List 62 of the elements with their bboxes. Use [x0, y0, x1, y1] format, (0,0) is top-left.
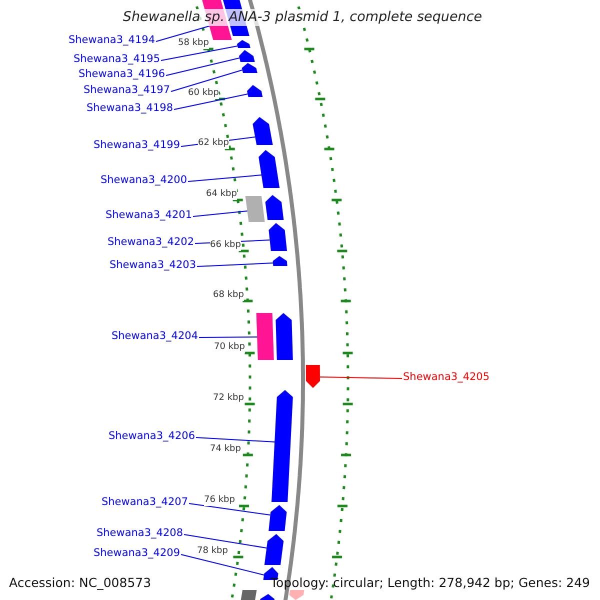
gene-feature [240, 590, 257, 600]
leader-line [160, 46, 238, 61]
leader-line [174, 94, 248, 110]
leader-line [170, 70, 243, 92]
scale-label: 64 kbp [206, 189, 237, 200]
gene-feature [237, 40, 250, 48]
gene-feature [260, 594, 274, 600]
gene-feature [247, 85, 263, 97]
scale-label: 66 kbp [210, 240, 241, 251]
gene-label: Shewana3_4206 [108, 430, 195, 443]
scale-label: 74 kbp [210, 444, 241, 455]
leader-line [156, 26, 210, 42]
gene-feature [264, 534, 284, 565]
leader-line [166, 58, 240, 76]
gene-feature [268, 505, 287, 531]
gene-feature [272, 390, 293, 502]
scale-label: 60 kbp [188, 88, 219, 99]
gene-label: Shewana3_4194 [68, 34, 155, 47]
gene-label: Shewana3_4207 [101, 496, 188, 509]
gene-feature [256, 313, 274, 360]
gene-feature [306, 365, 320, 388]
gene-label: Shewana3_4197 [83, 84, 170, 97]
scale-label: 58 kbp [178, 38, 209, 49]
accession-text: Accession: NC_008573 [9, 575, 152, 590]
scale-label: 72 kbp [213, 393, 244, 404]
gene-feature [258, 150, 280, 188]
gene-feature [265, 195, 284, 220]
gene-label: Shewana3_4196 [78, 68, 165, 81]
leader-line [184, 534, 268, 548]
scale-label: 68 kbp [213, 290, 244, 301]
gene-label: Shewana3_4195 [73, 53, 160, 66]
leader-line [198, 336, 258, 338]
gene-label: Shewana3_4202 [107, 236, 194, 249]
leader-line [180, 554, 264, 576]
gene-feature [242, 63, 258, 73]
gene-label: Shewana3_4203 [109, 259, 196, 272]
leader-line [196, 262, 274, 267]
gene-feature [276, 313, 293, 360]
gene-label: Shewana3_4200 [100, 174, 187, 187]
gene-label: Shewana3_4201 [105, 209, 192, 222]
gene-label: Shewana3_4198 [86, 102, 173, 115]
gene-feature [245, 196, 265, 222]
leader-line [188, 174, 262, 182]
gene-label: Shewana3_4205 [403, 371, 490, 384]
leader-line [192, 210, 248, 217]
gene-feature [289, 590, 304, 600]
scale-label: 76 kbp [204, 495, 235, 506]
leader-line [320, 376, 402, 379]
info-text: Topology: circular; Length: 278,942 bp; Genes: 249 [270, 575, 590, 590]
scale-label: 70 kbp [214, 342, 245, 353]
gene-label: Shewana3_4208 [96, 527, 183, 540]
gene-label: Shewana3_4199 [93, 139, 180, 152]
gene-label: Shewana3_4209 [93, 547, 180, 560]
gene-feature [272, 256, 288, 266]
gene-feature [268, 223, 287, 251]
gene-feature [252, 117, 273, 145]
gene-feature [239, 50, 255, 62]
leader-line [196, 437, 276, 442]
leader-line [188, 503, 271, 516]
scale-label: 78 kbp [197, 546, 228, 557]
gene-label: Shewana3_4204 [111, 330, 198, 343]
scale-label: 62 kbp [198, 138, 229, 149]
